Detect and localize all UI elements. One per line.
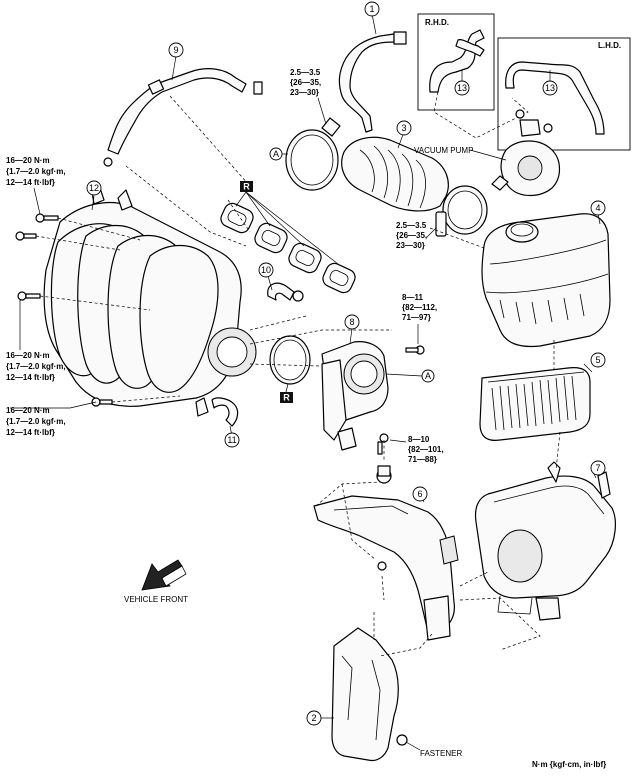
rhd-inset: R.H.D. [417,13,495,111]
manifold-bolts [15,213,113,407]
svg-text:11: 11 [227,435,236,445]
svg-text:8: 8 [349,317,354,327]
air-duct-lower: FASTENER [320,627,462,762]
replace-badge-gaskets: R [240,181,253,192]
svg-text:13: 13 [457,83,467,93]
svg-text:7: 7 [595,463,600,473]
torque-spec-hose-clamp-top: 2.5—3.5 {26—35, 23—30} [290,68,321,97]
svg-text:4: 4 [595,203,600,213]
svg-text:5: 5 [595,355,600,365]
svg-text:10: 10 [261,265,271,275]
svg-text:{1.7—2.0 kgf·m,: {1.7—2.0 kgf·m, [6,417,66,426]
air-cleaner-element [479,363,593,441]
svg-text:9: 9 [173,45,178,55]
svg-text:8—10: 8—10 [408,435,430,444]
svg-text:A: A [425,371,431,381]
svg-text:16—20 N·m: 16—20 N·m [6,406,50,415]
callout-2: 2 [306,710,322,726]
fresh-air-duct [313,465,459,641]
air-cleaner-cover [481,213,611,348]
svg-text:{1.7—2.0 kgf·m,: {1.7—2.0 kgf·m, [6,167,66,176]
callout-13-rhd: 13 [454,80,470,96]
torque-spec-throttle-upper: 8—11 {82—112, 71—97} [402,293,437,322]
lhd-vacuum-hose [505,61,605,135]
svg-text:12—14 ft·lbf}: 12—14 ft·lbf} [6,373,55,382]
callout-12: 12 [86,180,102,196]
callout-3: 3 [396,120,412,136]
vehicle-front-label: VEHICLE FRONT [124,595,188,604]
vehicle-front-indicator: VEHICLE FRONT [124,559,188,604]
hose-9 [107,68,247,155]
lhd-label: L.H.D. [598,41,621,50]
intake-manifold-gaskets [220,202,356,294]
lhd-inset: L.H.D. [497,37,631,151]
callout-13-lhd: 13 [542,80,558,96]
filter-pleats [491,375,577,431]
svg-text:71—97}: 71—97} [402,313,431,322]
callout-10: 10 [258,262,274,278]
hose-10 [267,282,295,301]
svg-text:{1.7—2.0 kgf·m,: {1.7—2.0 kgf·m, [6,362,66,371]
case-inlet [497,529,543,583]
svg-text:{82—101,: {82—101, [408,445,444,454]
rhd-label: R.H.D. [425,18,449,27]
callout-4: 4 [590,200,606,216]
svg-text:16—20 N·m: 16—20 N·m [6,351,50,360]
air-hose-duct [341,136,449,212]
svg-text:12—14 ft·lbf}: 12—14 ft·lbf} [6,428,55,437]
torque-spec-throttle-lower: 8—10 {82—101, 71—88} [408,435,444,464]
callout-6: 6 [412,486,428,502]
callout-9: 9 [168,42,184,58]
svg-text:6: 6 [417,489,422,499]
hose-11 [211,397,239,427]
svg-text:71—88}: 71—88} [408,455,437,464]
svg-text:13: 13 [545,83,555,93]
torque-spec-manifold-mid: 16—20 N·m {1.7—2.0 kgf·m, 12—14 ft·lbf} [6,351,66,382]
svg-text:{26—35,: {26—35, [290,78,321,87]
torque-spec-manifold-upper: 16—20 N·m {1.7—2.0 kgf·m, 12—14 ft·lbf} [6,156,66,187]
svg-text:3: 3 [401,123,406,133]
svg-text:2.5—3.5: 2.5—3.5 [290,68,321,77]
air-cleaner-case [474,461,616,621]
torque-spec-manifold-lower: 16—20 N·m {1.7—2.0 kgf·m, 12—14 ft·lbf} [6,406,66,437]
svg-text:1: 1 [369,4,374,14]
replace-badge-throttle-gasket: R [280,392,293,403]
ref-marker-a-clamp: A [269,147,283,161]
vacuum-pump-label: VACUUM PUMP [414,146,473,155]
svg-text:2.5—3.5: 2.5—3.5 [396,221,427,230]
callout-11: 11 [224,432,240,448]
torque-spec-hose-clamp-mid: 2.5—3.5 {26—35, 23—30} [396,221,427,250]
air-hose-assembly [285,117,488,237]
svg-text:23—30}: 23—30} [396,241,425,250]
breather-hose-1 [338,33,395,133]
ref-marker-a-throttle: A [421,369,435,383]
svg-text:16—20 N·m: 16—20 N·m [6,156,50,165]
intake-manifold [43,187,257,417]
svg-text:12—14 ft·lbf}: 12—14 ft·lbf} [6,178,55,187]
callout-5: 5 [590,352,606,368]
svg-text:A: A [273,149,279,159]
svg-text:{82—112,: {82—112, [402,303,437,312]
hose-9-clip [253,81,263,95]
callout-1: 1 [364,1,380,17]
svg-text:2: 2 [311,713,316,723]
svg-text:12: 12 [89,183,99,193]
svg-text:R: R [243,182,250,192]
callout-7: 7 [590,460,606,476]
callout-8: 8 [344,314,360,330]
vacuum-pump: VACUUM PUMP [414,109,561,197]
svg-text:8—11: 8—11 [402,293,423,302]
units-note: N·m {kgf·cm, in·lbf} [532,760,606,769]
svg-text:{26—35,: {26—35, [396,231,427,240]
svg-text:R: R [283,393,290,403]
fastener-part [396,734,408,746]
throttle-body [321,327,425,455]
fastener-label: FASTENER [420,749,462,758]
svg-text:23—30}: 23—30} [290,88,319,97]
